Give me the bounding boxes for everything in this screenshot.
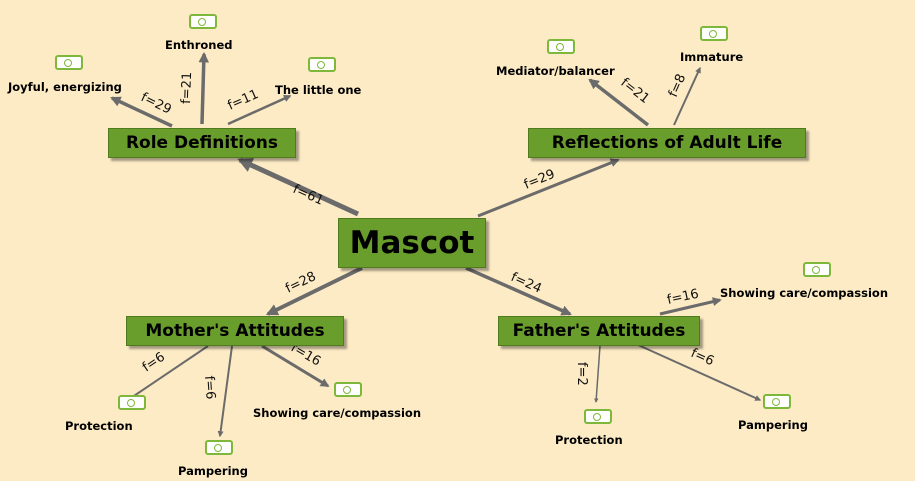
edge-mother-pampering xyxy=(217,345,233,438)
leaf-mother-care[interactable]: Showing care/compassion xyxy=(253,406,422,420)
leaf-father-protection[interactable]: Protection xyxy=(555,433,623,447)
edge-mother-care xyxy=(261,344,330,388)
document-icon[interactable] xyxy=(308,57,336,72)
edge-father-care xyxy=(659,297,722,316)
edge-father-protection xyxy=(594,345,601,403)
category-fathers-attitudes[interactable]: Father's Attitudes xyxy=(498,316,700,346)
document-icon[interactable] xyxy=(584,409,612,424)
document-icon[interactable] xyxy=(205,440,233,455)
document-icon[interactable] xyxy=(55,55,83,70)
document-icon[interactable] xyxy=(118,395,146,410)
edge-role-little-one xyxy=(227,94,292,126)
document-icon[interactable] xyxy=(189,14,217,29)
freq-immature: f=8 xyxy=(666,72,689,100)
freq-reflections: f=29 xyxy=(522,167,557,193)
category-role-definitions[interactable]: Role Definitions xyxy=(108,128,296,158)
edge-mascot-father xyxy=(465,266,572,316)
edge-father-pampering xyxy=(635,343,762,401)
edge-mascot-mother xyxy=(265,266,363,316)
leaf-mother-pampering[interactable]: Pampering xyxy=(178,464,248,478)
freq-role: f=61 xyxy=(290,182,325,209)
leaf-father-pampering[interactable]: Pampering xyxy=(738,418,808,432)
freq-little-one: f=11 xyxy=(226,87,261,114)
edge-role-joyful xyxy=(110,96,173,128)
category-mothers-attitudes[interactable]: Mother's Attitudes xyxy=(126,316,344,346)
freq-mediator: f=21 xyxy=(618,75,652,107)
edge-reflections-mediator xyxy=(588,78,650,127)
edge-mascot-reflections xyxy=(477,158,620,218)
leaf-enthroned[interactable]: Enthroned xyxy=(165,38,233,52)
document-icon[interactable] xyxy=(547,39,575,54)
document-icon[interactable] xyxy=(763,394,791,409)
edge-mother-protection xyxy=(121,345,209,405)
leaf-immature[interactable]: Immature xyxy=(680,50,744,64)
leaf-mediator-balancer[interactable]: Mediator/balancer xyxy=(496,64,615,78)
leaf-mother-protection[interactable]: Protection xyxy=(65,419,133,433)
category-reflections-adult-life[interactable]: Reflections of Adult Life xyxy=(528,128,806,158)
leaf-the-little-one[interactable]: The little one xyxy=(275,83,362,97)
leaf-joyful-energizing[interactable]: Joyful, energizing xyxy=(8,80,122,94)
document-icon[interactable] xyxy=(334,382,362,397)
freq-mother-pampering: f=6 xyxy=(201,375,218,400)
freq-enthroned: f=21 xyxy=(179,72,195,105)
document-icon[interactable] xyxy=(803,262,831,277)
freq-father-care: f=16 xyxy=(666,287,700,308)
central-node[interactable]: Mascot xyxy=(338,218,486,268)
leaf-father-care[interactable]: Showing care/compassion xyxy=(720,286,889,300)
edge-mascot-role xyxy=(237,157,360,217)
freq-mother-protection: f=6 xyxy=(140,350,168,376)
edge-reflections-immature xyxy=(673,66,701,126)
edge-role-enthroned xyxy=(198,51,210,125)
freq-father-pampering: f=6 xyxy=(688,346,716,369)
document-icon[interactable] xyxy=(700,26,728,41)
freq-father-protection: f=2 xyxy=(574,362,589,386)
